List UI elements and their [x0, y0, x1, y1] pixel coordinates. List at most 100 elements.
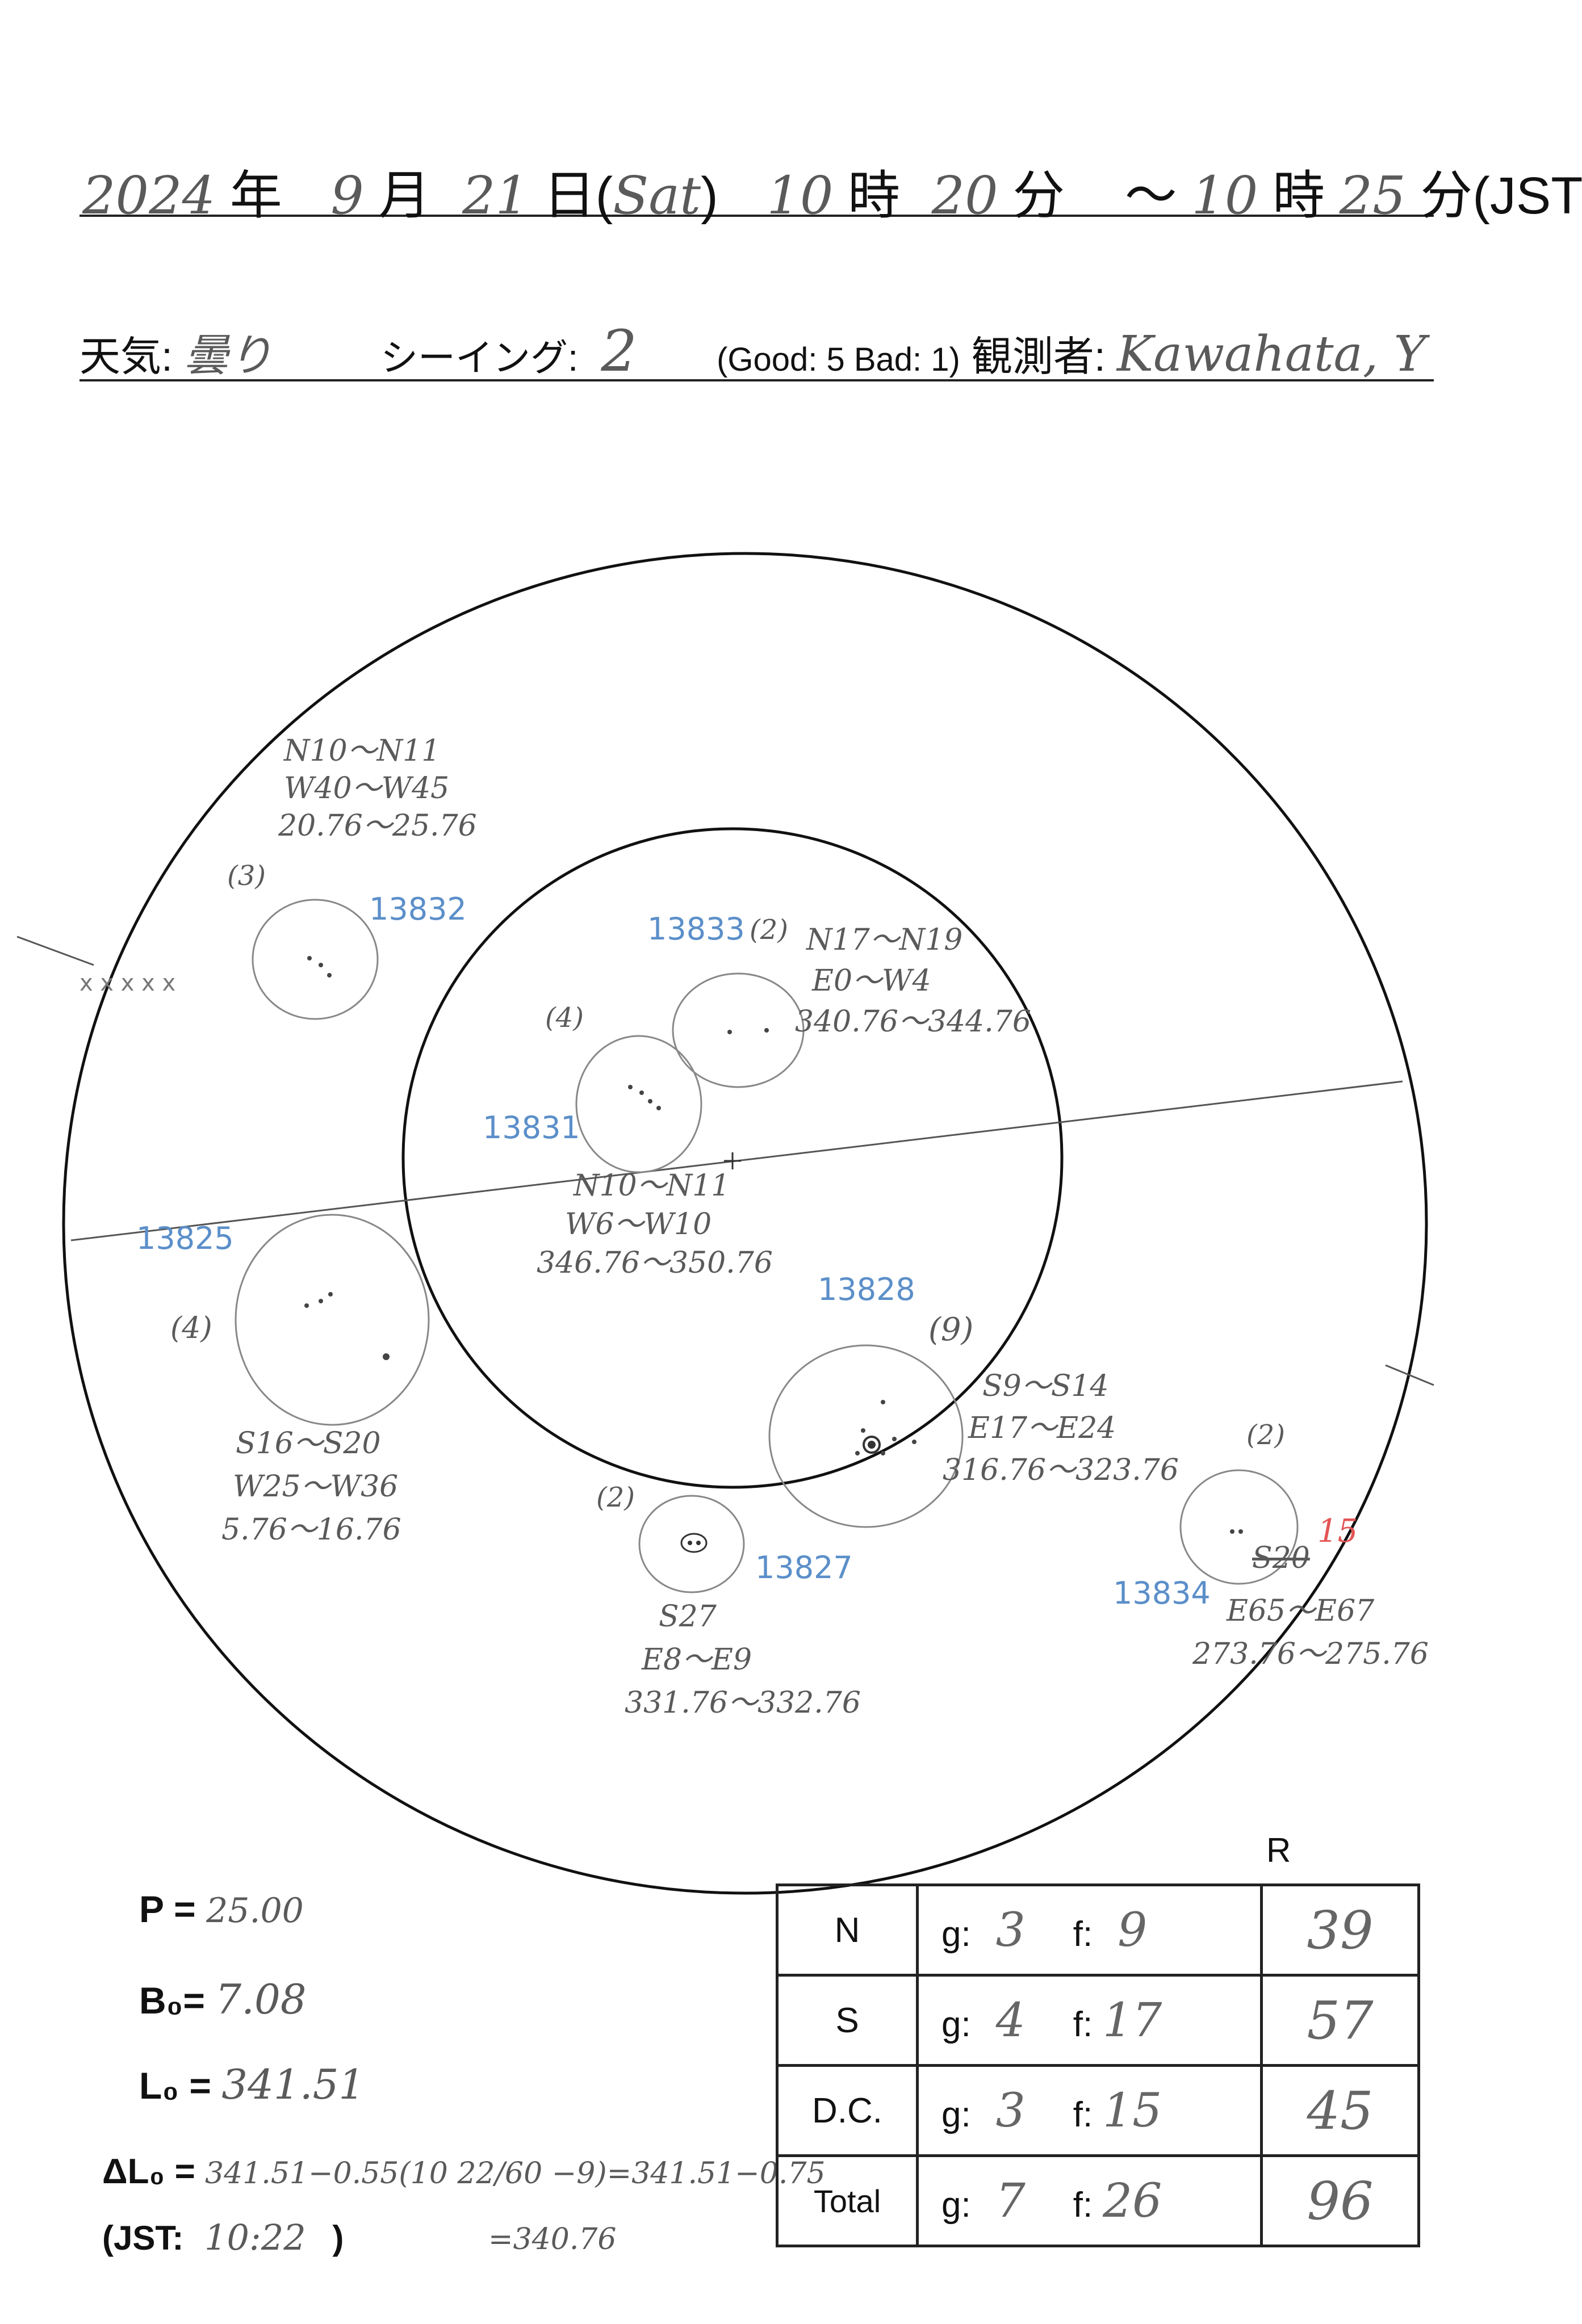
group-lon: E8～E9	[642, 1643, 752, 1677]
group-lon: W40～W45	[284, 771, 450, 806]
group-circle-13833	[672, 972, 805, 1088]
month: 9	[330, 165, 364, 226]
spot	[319, 963, 323, 967]
group-13832-count: (3)	[227, 860, 266, 892]
g-label: g:	[941, 2004, 971, 2044]
group-lat: N17～N19	[806, 923, 963, 957]
observation-header: 2024 年 9 月 21 日(Sat) 10 時 20 分 ～ 10 時 25…	[82, 153, 1582, 229]
spot	[328, 1292, 333, 1297]
group-13834-count: (2)	[1246, 1419, 1285, 1451]
spot	[383, 1353, 390, 1360]
l0-row: L₀ = 341.51	[139, 2061, 365, 2108]
spot	[868, 1441, 876, 1449]
year-unit: 年	[229, 167, 282, 225]
spot	[727, 1030, 732, 1034]
group-carrington: 5.76～16.76	[221, 1513, 401, 1547]
spot	[304, 1303, 309, 1308]
group-carrington: 340.76～344.76	[795, 1005, 1031, 1039]
b0-label: B₀=	[139, 1979, 205, 2021]
solar-disk-outline	[62, 552, 1428, 1895]
jst-label: (JST:	[102, 2219, 184, 2257]
spot	[628, 1085, 633, 1089]
end-hour-unit: 時	[1272, 167, 1325, 225]
end-minute: 25	[1339, 165, 1406, 226]
f-value: 17	[1103, 1993, 1162, 2048]
spot	[855, 1451, 860, 1455]
group-13827-number: 13827	[755, 1550, 853, 1585]
spot	[1230, 1529, 1234, 1534]
g-label: g:	[941, 1914, 971, 1954]
g-label: g:	[941, 2185, 971, 2225]
end-hour: 10	[1191, 165, 1258, 226]
group-13834-number: 13834	[1113, 1575, 1211, 1611]
group-13831-coords: N10～N11 W6～W10 346.76～350.76	[537, 1167, 773, 1282]
seeing-label: シーイング:	[380, 337, 579, 379]
weather-value: 曇り	[184, 330, 273, 381]
spot	[688, 1541, 692, 1545]
group-circle-13831	[575, 1035, 702, 1173]
group-13825-coords: S16～S20 W25～W36 5.76～16.76	[221, 1422, 401, 1551]
l0-label: L₀ =	[139, 2065, 211, 2107]
group-13831-number: 13831	[483, 1110, 580, 1146]
group-lon: E17～E24	[968, 1411, 1116, 1445]
spot	[307, 956, 312, 960]
group-13834-lat-correction: 15	[1317, 1513, 1358, 1550]
r-cell: 39	[1260, 1883, 1420, 1977]
r-value: 96	[1307, 2170, 1374, 2231]
group-circle-13828	[768, 1344, 964, 1528]
spot	[764, 1028, 769, 1033]
f-label: f:	[1073, 2004, 1093, 2044]
group-lon: E0～W4	[812, 964, 931, 998]
group-lon: E65～E67	[1227, 1594, 1375, 1628]
spot	[912, 1440, 916, 1444]
b0-row: B₀= 7.08	[139, 1975, 307, 2023]
group-carrington: 273.76～275.76	[1192, 1637, 1429, 1671]
spot	[892, 1437, 897, 1441]
group-carrington: 346.76～350.76	[537, 1246, 773, 1280]
delta-l0-row: ΔL₀ = 341.51−0.55(10 22/60 −9)=341.51−0.…	[102, 2151, 826, 2192]
group-13831-count: (4)	[545, 1002, 584, 1034]
hour-unit: 時	[847, 167, 900, 225]
p-angle-row: P = 25.00	[139, 1887, 304, 1931]
g-value: 3	[995, 1903, 1026, 1957]
group-13833-coords: N17～N19 E0～W4 340.76～344.76	[795, 920, 1031, 1042]
group-carrington: 20.76～25.76	[278, 809, 477, 843]
group-13828-coords: S9～S14 E17～E24 316.76～323.76	[943, 1365, 1179, 1491]
group-carrington: 331.76～332.76	[625, 1686, 861, 1720]
group-circle-13834	[1179, 1469, 1299, 1585]
spot	[881, 1451, 885, 1455]
jst-close: )	[332, 2219, 344, 2257]
group-13827-coords: S27 E8～E9 331.76～332.76	[625, 1595, 861, 1725]
r-cell: 45	[1260, 2064, 1420, 2157]
axis-tick-right	[1385, 1364, 1434, 1386]
spot	[861, 1428, 865, 1433]
group-13832-number: 13832	[369, 891, 467, 927]
weekday: Sat	[613, 165, 701, 226]
f-value: 15	[1103, 2083, 1162, 2138]
group-13833-count: (2)	[750, 914, 788, 946]
observer-name: Kawahata, Y	[1116, 326, 1426, 383]
group-lat: S27	[659, 1600, 717, 1634]
group-13828-number: 13828	[818, 1272, 915, 1307]
row-label: Total	[776, 2154, 919, 2247]
group-lat: S16～S20	[236, 1427, 381, 1461]
group-13834-coords: E65～E67 273.76～275.76	[1192, 1589, 1429, 1676]
group-lat: N10～N11	[284, 734, 441, 768]
timezone: 分(JST)	[1420, 167, 1582, 225]
start-hour: 10	[767, 165, 834, 226]
r-cell: 57	[1260, 1974, 1420, 2067]
tilde: ～	[1124, 167, 1177, 225]
g-value: 4	[995, 1993, 1026, 2048]
spot	[639, 1090, 644, 1095]
r-cell: 96	[1260, 2154, 1420, 2247]
spot	[1238, 1529, 1243, 1534]
group-lon: W25～W36	[233, 1470, 399, 1504]
group-13834-lat: S20	[1252, 1541, 1310, 1575]
f-value: 26	[1103, 2174, 1162, 2228]
minute-unit: 分	[1012, 167, 1065, 225]
